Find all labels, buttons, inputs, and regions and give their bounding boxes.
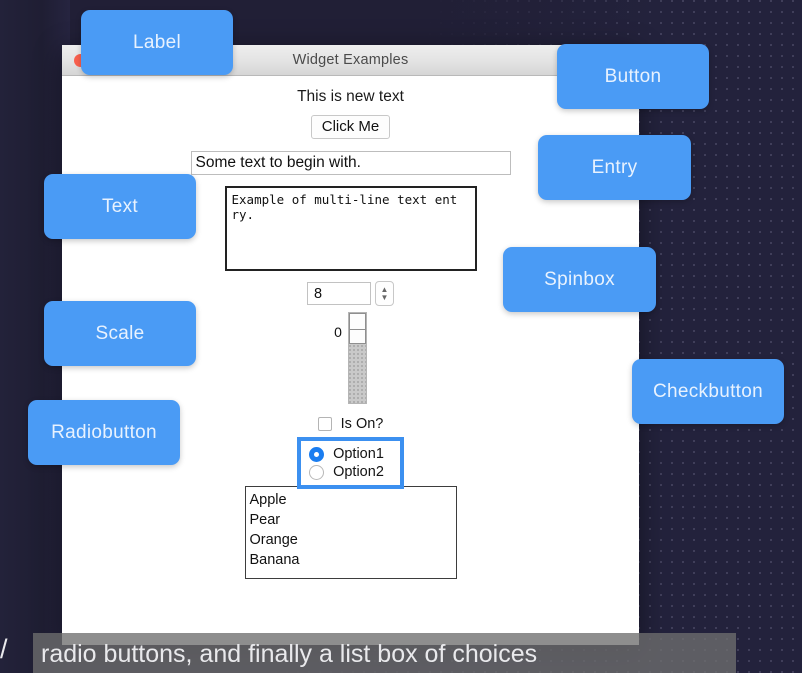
tk-text-area[interactable]: Example of multi-line text ent ry. — [224, 186, 477, 272]
tk-listbox[interactable]: Apple Pear Orange Banana — [244, 486, 457, 580]
tk-spinbox[interactable]: 8 ▲ ▼ — [307, 281, 394, 307]
radio-unselected-icon[interactable] — [309, 464, 325, 480]
list-item[interactable]: Apple — [249, 492, 287, 509]
spinbox-down-icon[interactable]: ▼ — [380, 292, 389, 302]
tk-radiobutton-group[interactable]: Option1 Option2 — [297, 437, 404, 490]
callout-entry: Entry — [538, 135, 691, 200]
list-item[interactable]: Pear — [249, 512, 281, 529]
spinbox-steppers[interactable]: ▲ ▼ — [375, 281, 394, 307]
callout-scale: Scale — [44, 301, 196, 366]
radio-option-2[interactable]: Option2 — [309, 464, 384, 480]
caption-partial-character: / — [0, 634, 8, 664]
caption-bar — [33, 633, 736, 673]
list-item[interactable]: Orange — [249, 532, 298, 549]
radio-option-1-label: Option1 — [333, 446, 384, 463]
radio-option-2-label: Option2 — [333, 464, 384, 481]
tk-scale[interactable]: 0 — [334, 312, 367, 405]
checkbox-icon[interactable] — [317, 417, 332, 432]
window-title: Widget Examples — [292, 52, 409, 68]
callout-text: Text — [44, 174, 196, 239]
tk-label: This is new text — [297, 88, 404, 105]
spinbox-up-icon[interactable]: ▲ — [380, 284, 389, 294]
callout-radiobutton: Radiobutton — [28, 400, 180, 465]
window-content: This is new text Click Me Some text to b… — [62, 76, 639, 580]
callout-button: Button — [557, 44, 709, 109]
tk-checkbutton[interactable]: Is On? — [317, 416, 384, 433]
callout-label: Label — [81, 10, 233, 75]
radio-option-1[interactable]: Option1 — [309, 446, 384, 462]
tk-entry-field[interactable]: Some text to begin with. — [190, 151, 511, 176]
click-me-button[interactable]: Click Me — [310, 115, 391, 140]
callout-spinbox: Spinbox — [503, 247, 656, 312]
scale-value-label: 0 — [334, 324, 342, 341]
scale-thumb[interactable] — [348, 313, 366, 345]
checkbutton-label: Is On? — [340, 416, 384, 433]
spinbox-value-field[interactable]: 8 — [307, 282, 371, 306]
list-item[interactable]: Banana — [249, 552, 300, 569]
caption-text: radio buttons, and finally a list box of… — [41, 639, 538, 668]
radio-selected-icon[interactable] — [309, 446, 325, 462]
callout-checkbutton: Checkbutton — [632, 359, 784, 424]
scale-trough[interactable] — [347, 312, 367, 405]
